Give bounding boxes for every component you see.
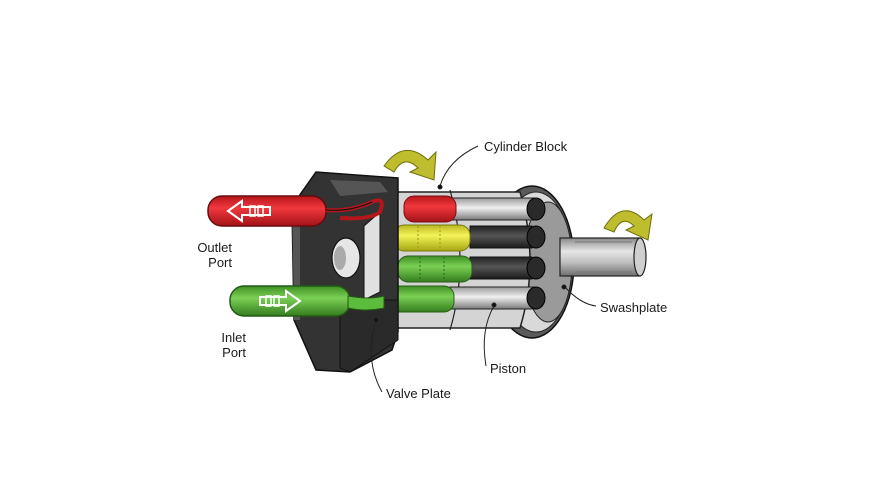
valve-plate [291,171,399,373]
valve-plate-label: Valve Plate [386,386,451,401]
fluid-chambers [385,195,473,313]
curved-arrow-icon [603,210,653,241]
pistons [449,197,546,310]
cylinder-block-label: Cylinder Block [484,139,568,154]
left-arrow-icon [226,199,271,223]
swashplate-label: Swashplate [600,300,668,315]
inlet-port-label-line2: Port [222,345,246,360]
drive-shaft [559,237,647,277]
curved-arrow-icon [383,150,437,181]
right-arrow-icon [259,289,302,313]
inlet-port-label-line1: Inlet [221,330,246,345]
piston-label: Piston [490,361,527,376]
outlet-port-label-line1: Outlet [197,240,232,255]
leader-lines [370,145,597,393]
inlet-pipe [229,285,385,317]
outlet-port-label-line2: Port [208,255,232,270]
